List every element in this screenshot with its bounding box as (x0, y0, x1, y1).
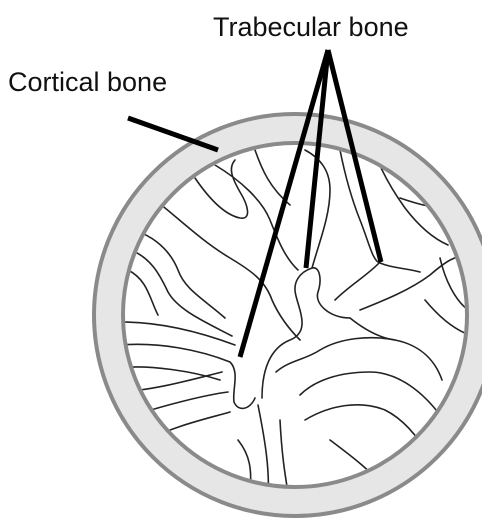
cortical-bone-label: Cortical bone (8, 69, 167, 96)
cortical-bone-inner-edge (123, 143, 467, 487)
trabecular-bone-label: Trabecular bone (213, 14, 409, 41)
